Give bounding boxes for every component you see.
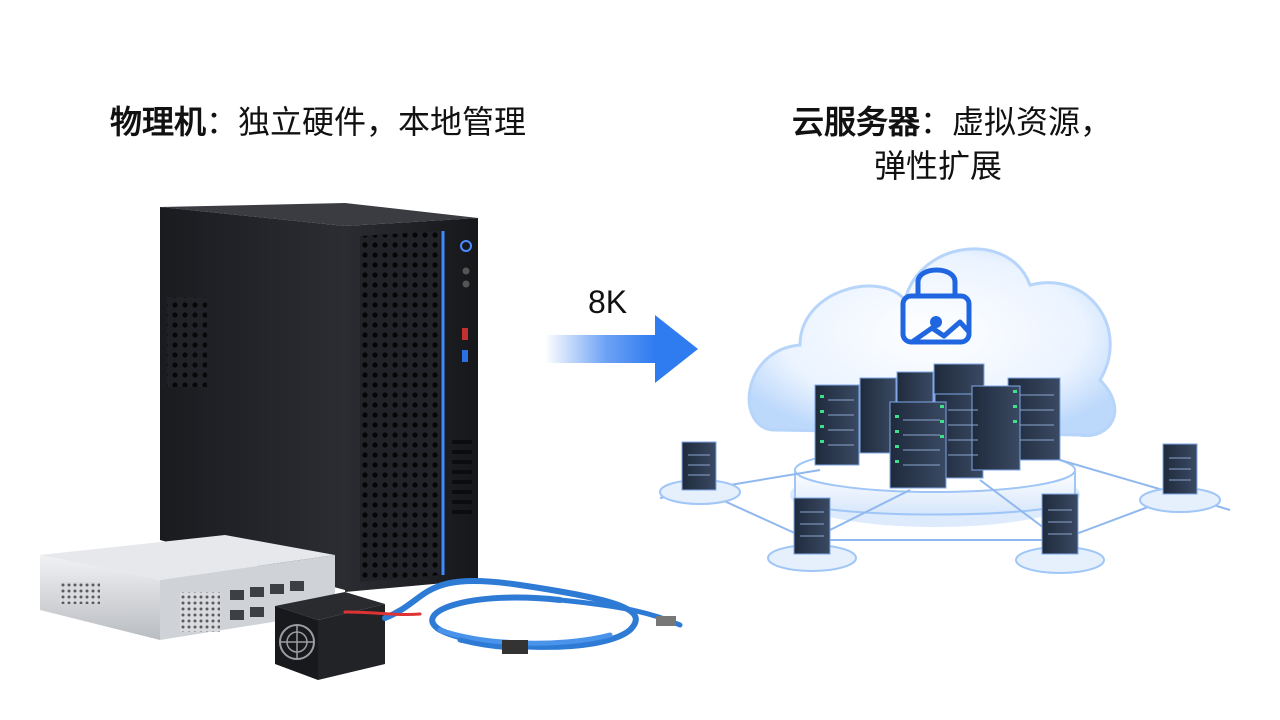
cloud-server-title: 云服务器	[792, 103, 921, 141]
tower-server-icon	[160, 203, 478, 592]
cloud-server-description-line1: ：虚拟资源，	[920, 103, 1113, 141]
edge-server-node-bottom-right	[1015, 493, 1105, 574]
arrow-right-icon	[545, 315, 698, 383]
power-supply-icon	[275, 592, 385, 680]
physical-machine-title: 物理机	[110, 103, 207, 141]
arrow-label: 8K	[588, 284, 628, 320]
edge-server-node-left	[659, 441, 741, 505]
edge-server-node-bottom-left	[767, 497, 857, 572]
physical-machine-description: ：独立硬件，本地管理	[206, 103, 527, 141]
cloud-server-description-line2: 弹性扩展	[874, 147, 1003, 185]
cloud-server-caption: 云服务器：虚拟资源， 弹性扩展	[792, 100, 1112, 188]
edge-server-node-right	[1139, 443, 1221, 513]
lock-icon	[900, 267, 972, 345]
blue-cable-icon	[343, 577, 683, 654]
server-rack-cluster	[814, 363, 1061, 489]
physical-machine-caption: 物理机：独立硬件，本地管理	[110, 100, 526, 144]
